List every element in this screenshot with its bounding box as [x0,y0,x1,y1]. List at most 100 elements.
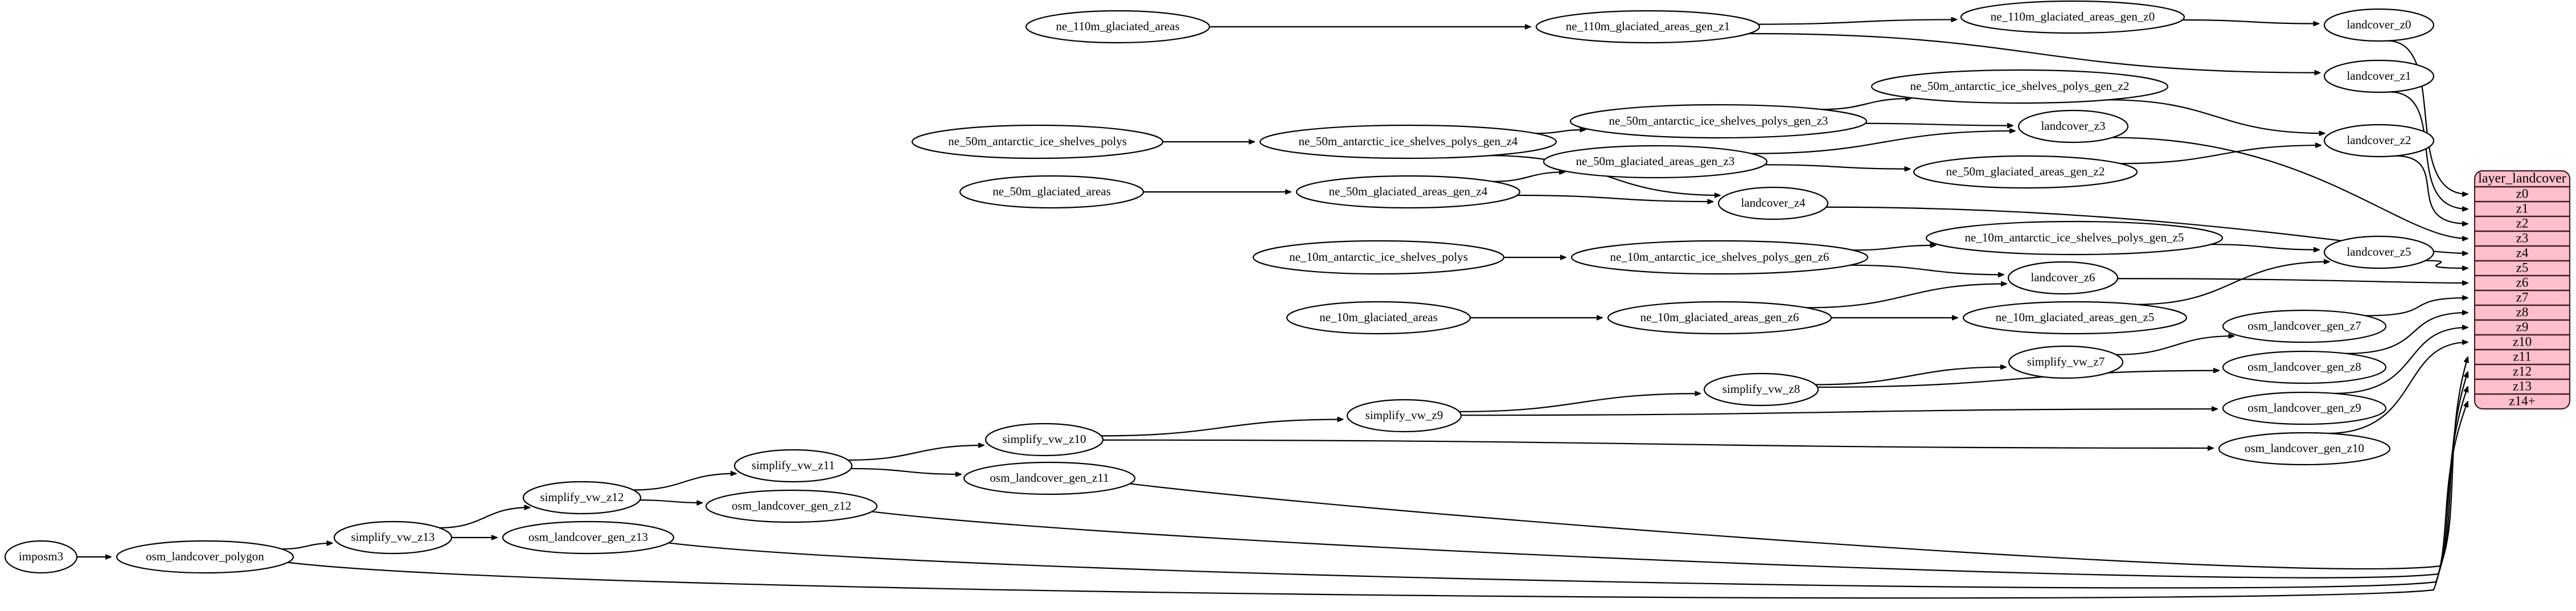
edge-simplify_vw_z7-to-osm_landcover_gen_z7 [2116,336,2234,355]
node-ne_10m_antarctic_ice_shelves_polys_gen_z5[interactable]: ne_10m_antarctic_ice_shelves_polys_gen_z… [1925,220,2224,256]
node-label: ne_50m_antarctic_ice_shelves_polys_gen_z… [1299,134,1518,148]
node-ellipse [959,175,1145,209]
node-ne_110m_glaciated_areas[interactable]: ne_110m_glaciated_areas [1025,10,1211,44]
node-landcover_z5[interactable]: landcover_z5 [2323,235,2435,269]
edge-landcover_z3-to-layer_landcover_z3 [2112,137,2468,239]
node-simplify_vw_z9[interactable]: simplify_vw_z9 [1346,399,1462,433]
node-osm_landcover_gen_z13[interactable]: osm_landcover_gen_z13 [502,520,675,555]
node-ellipse [4,540,78,574]
node-ellipse [1570,240,1869,275]
table-row-z6[interactable]: z6 [2516,275,2529,289]
node-imposm3[interactable]: imposm3 [4,540,78,574]
table-row-z10[interactable]: z10 [2513,334,2532,348]
edge-simplify_vw_z9-to-simplify_vw_z8 [1459,393,1701,413]
node-ellipse [2323,59,2435,93]
node-ne_50m_antarctic_ice_shelves_polys_gen_z4[interactable]: ne_50m_antarctic_ice_shelves_polys_gen_z… [1259,124,1557,159]
node-osm_landcover_gen_z7[interactable]: osm_landcover_gen_z7 [2222,309,2387,343]
node-landcover_z2[interactable]: landcover_z2 [2323,124,2435,158]
edge-osm_landcover_polygon-to-layer_landcover_z14_ [288,401,2468,599]
node-label: osm_landcover_gen_z8 [2247,360,2361,374]
node-osm_landcover_gen_z12[interactable]: osm_landcover_gen_z12 [705,489,878,523]
node-ne_50m_glaciated_areas_gen_z3[interactable]: ne_50m_glaciated_areas_gen_z3 [1543,145,1768,179]
node-ellipse [1535,10,1761,44]
node-label: landcover_z1 [2347,69,2411,83]
node-osm_landcover_polygon[interactable]: osm_landcover_polygon [116,540,294,574]
node-label: ne_10m_glaciated_areas_gen_z5 [1996,310,2155,324]
node-label: osm_landcover_gen_z12 [732,499,851,512]
table-row-z1[interactable]: z1 [2516,201,2529,215]
node-label: simplify_vw_z9 [1365,408,1443,422]
node-landcover_z4[interactable]: landcover_z4 [1717,186,1829,220]
node-ellipse [522,481,642,515]
edge-osm_landcover_gen_z8-to-layer_landcover_z8 [2345,313,2468,354]
table-row-z14plus[interactable]: z14+ [2509,393,2535,408]
table-row-z5[interactable]: z5 [2516,260,2529,274]
node-simplify_vw_z11[interactable]: simplify_vw_z11 [733,449,853,483]
node-ellipse [502,520,675,555]
node-label: ne_10m_antarctic_ice_shelves_polys [1289,250,1468,264]
table-row-z7[interactable]: z7 [2516,290,2529,304]
node-ellipse [1252,240,1505,275]
edge-ne_110m_glaciated_areas_gen_z1-to-landcover_z1 [1749,32,2320,73]
node-ne_50m_glaciated_areas[interactable]: ne_50m_glaciated_areas [959,175,1145,209]
node-ne_10m_glaciated_areas_gen_z5[interactable]: ne_10m_glaciated_areas_gen_z5 [1962,301,2188,335]
node-ellipse [2222,391,2387,425]
node-simplify_vw_z7[interactable]: simplify_vw_z7 [2008,345,2124,379]
node-label: osm_landcover_gen_z9 [2247,401,2361,415]
node-landcover_z0[interactable]: landcover_z0 [2323,8,2435,42]
node-ne_50m_antarctic_ice_shelves_polys[interactable]: ne_50m_antarctic_ice_shelves_polys [911,124,1164,159]
node-label: simplify_vw_z7 [2027,355,2105,368]
node-ne_50m_antarctic_ice_shelves_polys_gen_z3[interactable]: ne_50m_antarctic_ice_shelves_polys_gen_z… [1569,104,1868,139]
table-row-z8[interactable]: z8 [2516,305,2529,319]
table-row-z0[interactable]: z0 [2516,186,2529,200]
node-osm_landcover_gen_z9[interactable]: osm_landcover_gen_z9 [2222,391,2387,425]
node-ne_50m_antarctic_ice_shelves_polys_gen_z2[interactable]: ne_50m_antarctic_ice_shelves_polys_gen_z… [1871,69,2169,104]
node-label: osm_landcover_polygon [146,550,264,563]
node-ne_110m_glaciated_areas_gen_z1[interactable]: ne_110m_glaciated_areas_gen_z1 [1535,10,1761,44]
node-ne_10m_antarctic_ice_shelves_polys[interactable]: ne_10m_antarctic_ice_shelves_polys [1252,240,1505,275]
table-row-z2[interactable]: z2 [2516,216,2529,230]
node-label: landcover_z3 [2041,119,2105,133]
table-row-z4[interactable]: z4 [2516,245,2529,260]
node-osm_landcover_gen_z10[interactable]: osm_landcover_gen_z10 [2218,432,2391,466]
node-ne_10m_glaciated_areas[interactable]: ne_10m_glaciated_areas [1286,301,1471,335]
node-label: imposm3 [19,550,63,563]
node-label: ne_10m_glaciated_areas [1319,310,1438,324]
edge-landcover_z6-to-layer_landcover_z6 [2117,278,2468,283]
node-ellipse [1703,372,1819,407]
edge-landcover_z1-to-layer_landcover_z1 [2389,91,2468,209]
node-simplify_vw_z8[interactable]: simplify_vw_z8 [1703,372,1819,407]
node-ne_50m_glaciated_areas_gen_z2[interactable]: ne_50m_glaciated_areas_gen_z2 [1913,155,2138,189]
node-ne_10m_antarctic_ice_shelves_polys_gen_z6[interactable]: ne_10m_antarctic_ice_shelves_polys_gen_z… [1570,240,1869,275]
table-row-z12[interactable]: z12 [2513,364,2532,378]
node-landcover_z6[interactable]: landcover_z6 [2007,261,2119,295]
node-landcover_z3[interactable]: landcover_z3 [2017,109,2129,143]
node-ellipse [2323,8,2435,42]
table-row-z9[interactable]: z9 [2516,319,2529,334]
node-landcover_z1[interactable]: landcover_z1 [2323,59,2435,93]
node-ellipse [1960,0,2185,34]
node-simplify_vw_z10[interactable]: simplify_vw_z10 [985,423,1104,457]
node-osm_landcover_gen_z8[interactable]: osm_landcover_gen_z8 [2222,350,2387,384]
node-ellipse [2218,432,2391,466]
node-ne_50m_glaciated_areas_gen_z4[interactable]: ne_50m_glaciated_areas_gen_z4 [1295,175,1521,209]
node-ellipse [2007,261,2119,295]
node-label: ne_50m_glaciated_areas_gen_z2 [1946,165,2105,178]
edge-ne_50m_glaciated_areas_gen_z2-to-landcover_z2 [2120,145,2321,165]
node-label: simplify_vw_z12 [540,490,624,504]
edge-simplify_vw_z10-to-osm_landcover_gen_z10 [1102,439,2213,448]
node-simplify_vw_z13[interactable]: simplify_vw_z13 [333,520,453,555]
node-ellipse [1607,301,1832,335]
node-ne_10m_glaciated_areas_gen_z6[interactable]: ne_10m_glaciated_areas_gen_z6 [1607,301,1832,335]
edge-ne_50m_antarctic_ice_shelves_polys_gen_z3-to-ne_50m_antarctic_ice_shelves_polys_gen_z2 [1821,99,1911,110]
node-simplify_vw_z12[interactable]: simplify_vw_z12 [522,481,642,515]
edge-ne_50m_antarctic_ice_shelves_polys_gen_z4-to-ne_50m_antarctic_ice_shelves_polys_gen_z3 [1535,130,1586,134]
table-row-z3[interactable]: z3 [2516,231,2529,245]
edge-landcover_z0-to-layer_landcover_z0 [2387,40,2468,194]
table-row-z13[interactable]: z13 [2513,379,2532,393]
node-ne_110m_glaciated_areas_gen_z0[interactable]: ne_110m_glaciated_areas_gen_z0 [1960,0,2185,34]
node-osm_landcover_gen_z11[interactable]: osm_landcover_gen_z11 [963,461,1136,495]
edge-ne_10m_antarctic_ice_shelves_polys_gen_z5-to-landcover_z5 [2210,244,2319,249]
edge-ne_10m_glaciated_areas_gen_z5-to-landcover_z5 [2136,262,2329,305]
table-row-z11[interactable]: z11 [2513,349,2531,363]
